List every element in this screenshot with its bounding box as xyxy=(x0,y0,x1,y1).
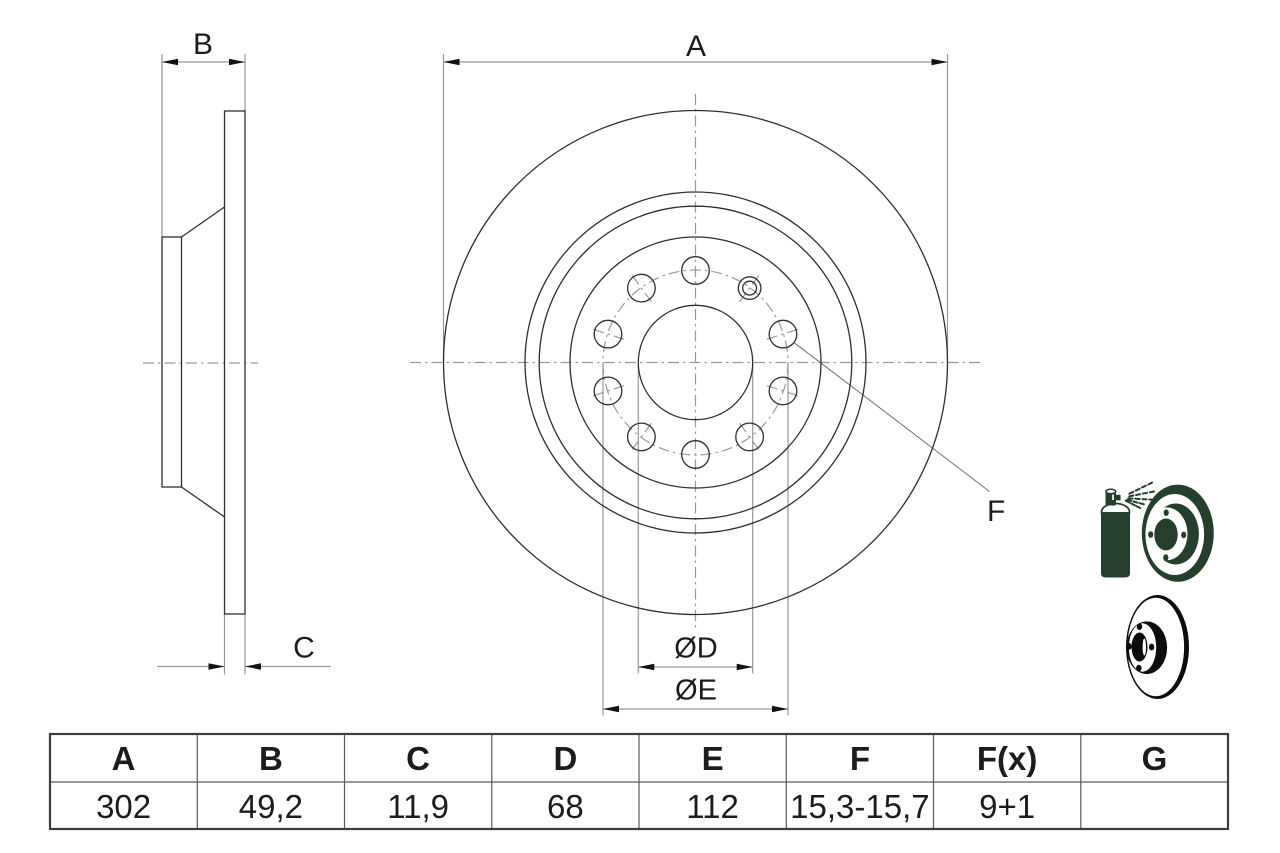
svg-text:F(x): F(x) xyxy=(977,740,1038,777)
svg-text:15,3-15,7: 15,3-15,7 xyxy=(790,788,929,825)
svg-text:112: 112 xyxy=(686,788,739,825)
svg-text:68: 68 xyxy=(547,788,584,825)
svg-text:ØD: ØD xyxy=(674,633,718,665)
svg-text:B: B xyxy=(259,740,283,777)
svg-text:C: C xyxy=(293,632,315,665)
svg-text:11,9: 11,9 xyxy=(387,788,449,825)
svg-text:E: E xyxy=(702,740,724,777)
svg-text:302: 302 xyxy=(96,788,151,825)
svg-text:9+1: 9+1 xyxy=(979,788,1035,825)
svg-text:B: B xyxy=(193,28,213,61)
svg-text:A: A xyxy=(686,30,706,63)
svg-text:G: G xyxy=(1142,740,1168,777)
svg-text:D: D xyxy=(553,740,577,777)
svg-text:C: C xyxy=(406,740,430,777)
svg-text:49,2: 49,2 xyxy=(239,788,303,825)
svg-text:F: F xyxy=(850,740,870,777)
svg-text:ØE: ØE xyxy=(675,675,717,707)
svg-text:F: F xyxy=(987,495,1005,528)
svg-text:A: A xyxy=(112,740,136,777)
